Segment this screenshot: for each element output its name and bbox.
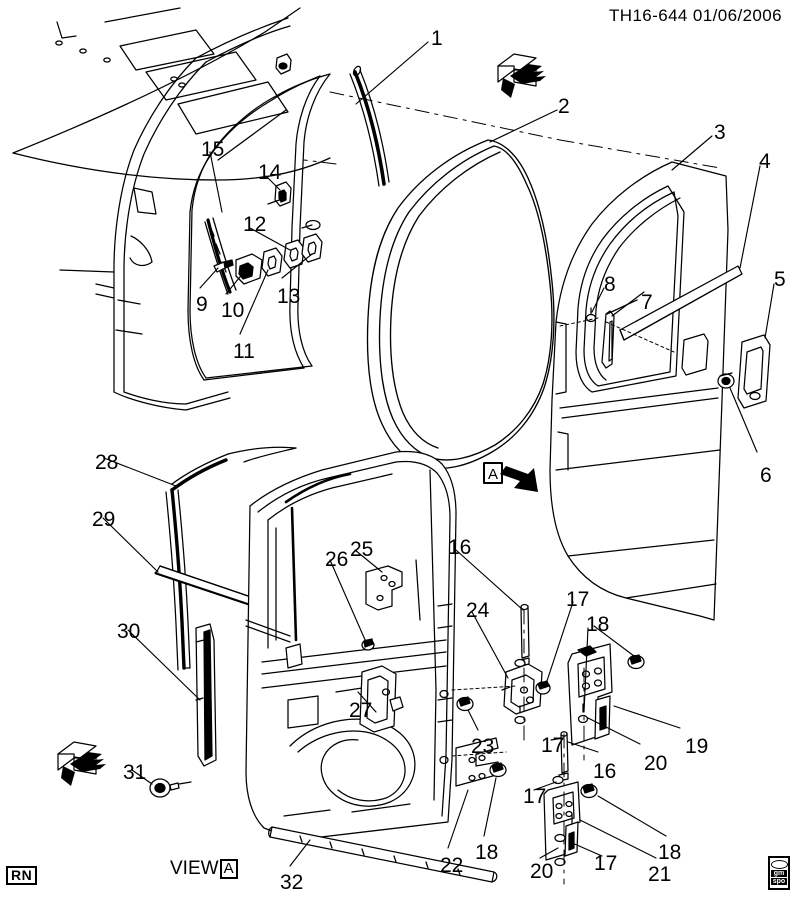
hidden-detail-lines — [451, 317, 675, 757]
gm-logo-bottom: spo — [771, 878, 787, 885]
part-18-hinge-bolts-upper — [577, 654, 645, 724]
front-door-frame-left — [187, 73, 331, 381]
callout-number: 17 — [594, 852, 618, 875]
callout-number: 30 — [117, 620, 141, 643]
callout-number: 17 — [566, 588, 590, 611]
section-view-a-letter: A — [488, 466, 498, 483]
gm-logo-top: gm — [771, 870, 787, 877]
part-17-bushings-lower — [552, 775, 566, 867]
callout-number: 20 — [644, 752, 668, 775]
callout-number: 18 — [586, 613, 610, 636]
callout-number: 18 — [475, 841, 499, 864]
callout-number: 13 — [277, 285, 301, 308]
roof-panel-outline — [0, 7, 331, 181]
callout-number: 24 — [466, 599, 490, 622]
callout-number: 16 — [448, 536, 472, 559]
part-15-retainer-strip — [204, 217, 237, 295]
view-a-label: VIEW A — [170, 858, 238, 880]
part-28-run-channel — [165, 446, 297, 671]
leader-lines — [102, 41, 775, 867]
callout-number: 32 — [280, 871, 304, 894]
front-direction-marker-bottom — [57, 741, 106, 786]
callout-number: 3 — [714, 121, 726, 144]
callout-number: 11 — [233, 340, 255, 363]
part-19-upper-hinge-door-side — [567, 643, 613, 746]
callout-number: 8 — [604, 273, 616, 296]
part-22-lower-hinge-body-side — [455, 737, 501, 787]
part-32-belt-molding-strip — [268, 826, 498, 883]
section-view-a-marker — [483, 462, 538, 492]
gm-logo-dish — [770, 860, 788, 869]
callout-number: 21 — [648, 863, 672, 886]
callout-number: 5 — [774, 268, 786, 291]
part-23-bolt — [456, 696, 474, 712]
hardware-cluster-9-14 — [213, 53, 323, 285]
callout-number: 20 — [530, 860, 554, 883]
part-21-lower-hinge — [543, 781, 581, 861]
callout-number: 6 — [760, 464, 772, 487]
callout-number: 4 — [759, 150, 771, 173]
callout-number: 31 — [123, 761, 147, 784]
callout-number: 14 — [258, 161, 282, 184]
callout-number: 19 — [685, 735, 709, 758]
part-6-lock-cylinder — [681, 333, 735, 389]
part-25-striker-bracket — [365, 565, 403, 611]
part-18-hinge-bolts-lower — [580, 783, 598, 799]
front-door-outer-panel — [549, 161, 729, 621]
callout-number: 17 — [541, 734, 565, 757]
callout-number: 9 — [196, 293, 208, 316]
body-door-opening-frame — [59, 17, 291, 411]
callout-number: 23 — [471, 735, 495, 758]
callout-number: 16 — [593, 760, 617, 783]
view-letter-box: A — [219, 859, 238, 879]
callout-number: 7 — [641, 291, 653, 314]
part-7-8-reveal-and-clip — [585, 299, 638, 369]
document-id-header: TH16-644 01/06/2006 — [608, 6, 782, 25]
callout-number: 18 — [658, 841, 682, 864]
part-2-door-opening-weatherstrip — [366, 139, 555, 469]
callout-number: 27 — [349, 699, 373, 722]
callout-number: 26 — [325, 548, 349, 571]
callout-number: 17 — [523, 785, 547, 808]
part-18-bracket-bolt — [489, 762, 507, 778]
view-label-text: VIEW — [170, 858, 219, 879]
callout-number: 1 — [431, 27, 443, 50]
front-direction-marker-top — [497, 53, 546, 98]
part-4-belt-molding — [619, 265, 743, 341]
callout-number: 28 — [95, 451, 119, 474]
callout-number: 15 — [201, 138, 225, 161]
callout-number: 29 — [92, 508, 116, 531]
door-inner-panel — [245, 450, 457, 841]
reference-centerlines — [303, 91, 721, 885]
callout-number: 2 — [558, 95, 570, 118]
callout-number: 12 — [243, 213, 267, 236]
callout-number: 22 — [440, 854, 464, 877]
part-1-pillar-weatherstrip — [349, 65, 390, 187]
gm-spo-logo: gm spo — [768, 856, 790, 890]
callout-number: 10 — [221, 299, 245, 322]
part-26-clip — [361, 638, 375, 651]
sheet-code-badge: RN — [6, 866, 38, 885]
part-31-screw — [149, 778, 192, 798]
part-30-division-channel — [195, 623, 217, 767]
callout-number: 25 — [350, 538, 374, 561]
part-5-outside-door-handle — [737, 334, 771, 409]
part-27-latch — [359, 665, 404, 733]
